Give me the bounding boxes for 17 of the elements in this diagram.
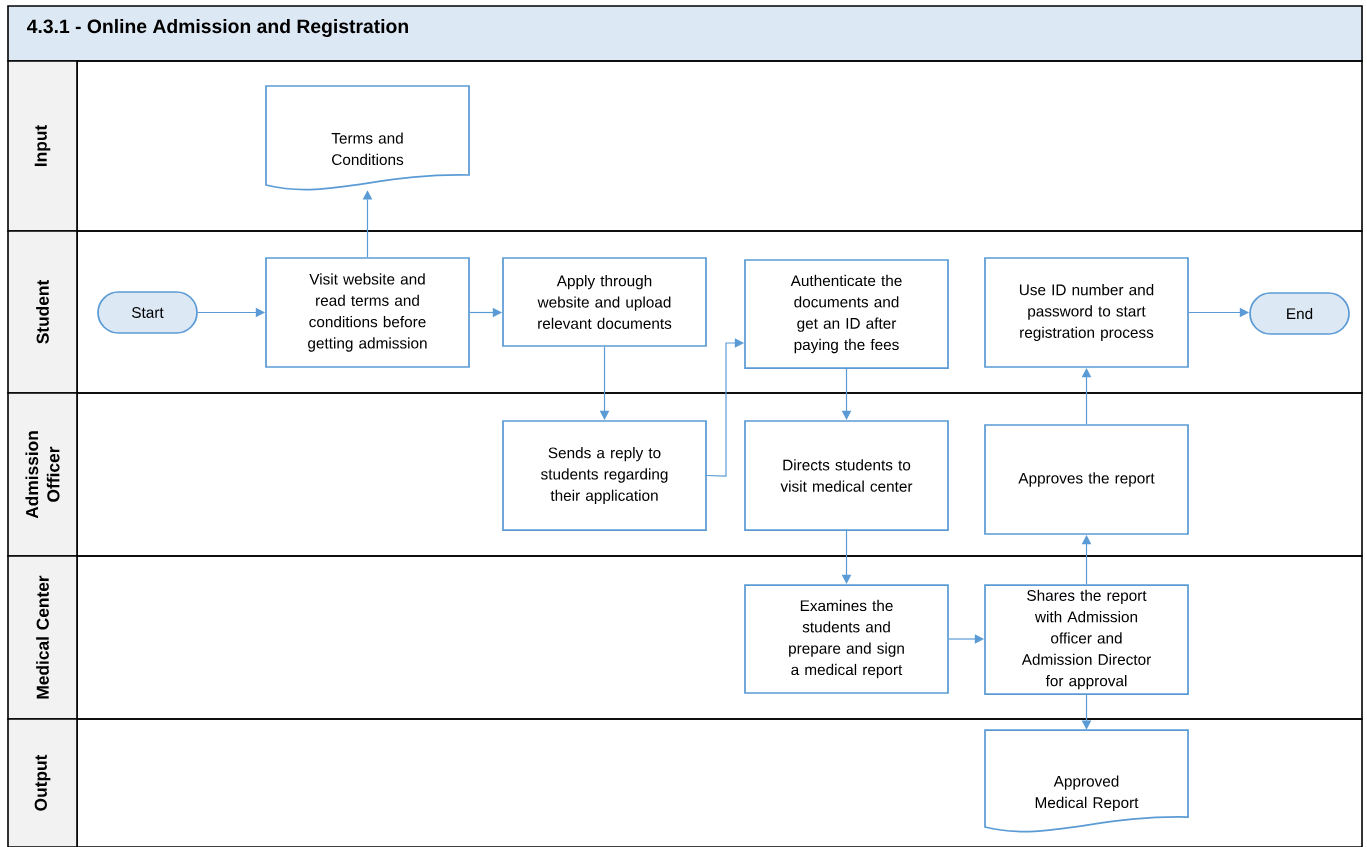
- node-label: Medical Center: [36, 575, 49, 699]
- node-label: Input: [34, 125, 51, 167]
- process-box: Sends a reply to students regarding their application: [502, 420, 707, 531]
- process-box: Apply through website and upload relevant documents: [502, 257, 707, 347]
- process-box: Use ID number and password to start registration process: [984, 257, 1189, 368]
- node-label: Output: [34, 754, 51, 811]
- process-box: Examines the students and prepare and sign a medical report: [744, 584, 949, 694]
- title-band: 4.3.1 - Online Admission and Registration: [7, 5, 1363, 62]
- node-label: Admission Officer: [25, 431, 60, 519]
- terminal: End: [1249, 292, 1350, 335]
- process-box: Shares the report with Admission officer and Admission Director for approval: [984, 584, 1189, 695]
- process-box: Directs students to visit medical center: [744, 420, 949, 531]
- node-label: Student: [36, 279, 49, 344]
- process-box: Visit website and read terms and conditions before getting admission: [265, 257, 470, 368]
- process-box: Authenticate the documents and get an ID after paying the fees: [744, 259, 949, 369]
- process-box: Approves the report: [984, 424, 1189, 535]
- terminal: Start: [97, 291, 198, 334]
